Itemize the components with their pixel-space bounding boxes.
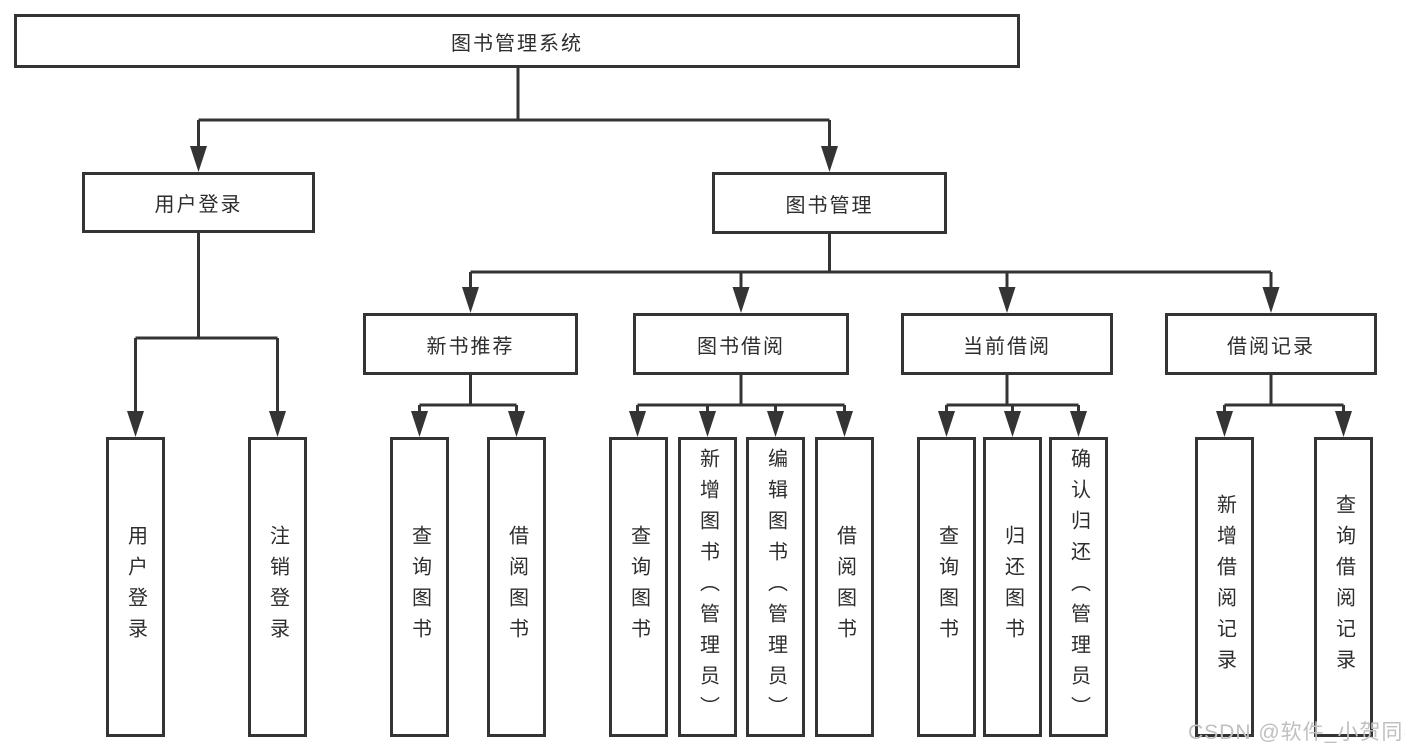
leaf-logout: 注销登录 xyxy=(248,437,307,737)
leaf-current-return: 归还图书 xyxy=(983,437,1042,737)
leaf-borrow-query: 查询图书 xyxy=(609,437,668,737)
leaf-records-query: 查询借阅记录 xyxy=(1314,437,1373,737)
node-current-borrow-label: 当前借阅 xyxy=(963,335,1051,358)
node-borrow-records: 借阅记录 xyxy=(1165,313,1377,375)
leaf-current-confirm-admin: 确认归还（管理员） xyxy=(1049,437,1108,737)
leaf-borrow-add-admin: 新增图书（管理员） xyxy=(678,437,737,737)
leaf-newbooks-query: 查询图书 xyxy=(390,437,449,737)
node-book-borrow-label: 图书借阅 xyxy=(697,335,785,358)
node-book-management: 图书管理 xyxy=(712,172,947,234)
node-new-book-recommend-label: 新书推荐 xyxy=(426,335,515,358)
leaf-current-query: 查询图书 xyxy=(917,437,976,737)
node-root-label: 图书管理系统 xyxy=(451,32,583,55)
watermark: CSDN @软件_小贺同学 xyxy=(1188,721,1405,744)
node-user-login: 用户登录 xyxy=(82,172,315,233)
leaf-borrow-edit-admin: 编辑图书（管理员） xyxy=(746,437,805,737)
node-current-borrow: 当前借阅 xyxy=(901,313,1113,375)
leaf-newbooks-borrow: 借阅图书 xyxy=(487,437,546,737)
node-user-login-label: 用户登录 xyxy=(154,194,243,216)
node-new-book-recommend: 新书推荐 xyxy=(363,313,578,375)
leaf-borrow-borrow: 借阅图书 xyxy=(815,437,874,737)
node-book-management-label: 图书管理 xyxy=(785,194,874,217)
leaf-records-add: 新增借阅记录 xyxy=(1195,437,1254,737)
leaf-user-login: 用户登录 xyxy=(106,437,165,737)
node-borrow-records-label: 借阅记录 xyxy=(1227,335,1315,358)
node-root: 图书管理系统 xyxy=(14,14,1020,68)
node-book-borrow: 图书借阅 xyxy=(633,313,849,375)
